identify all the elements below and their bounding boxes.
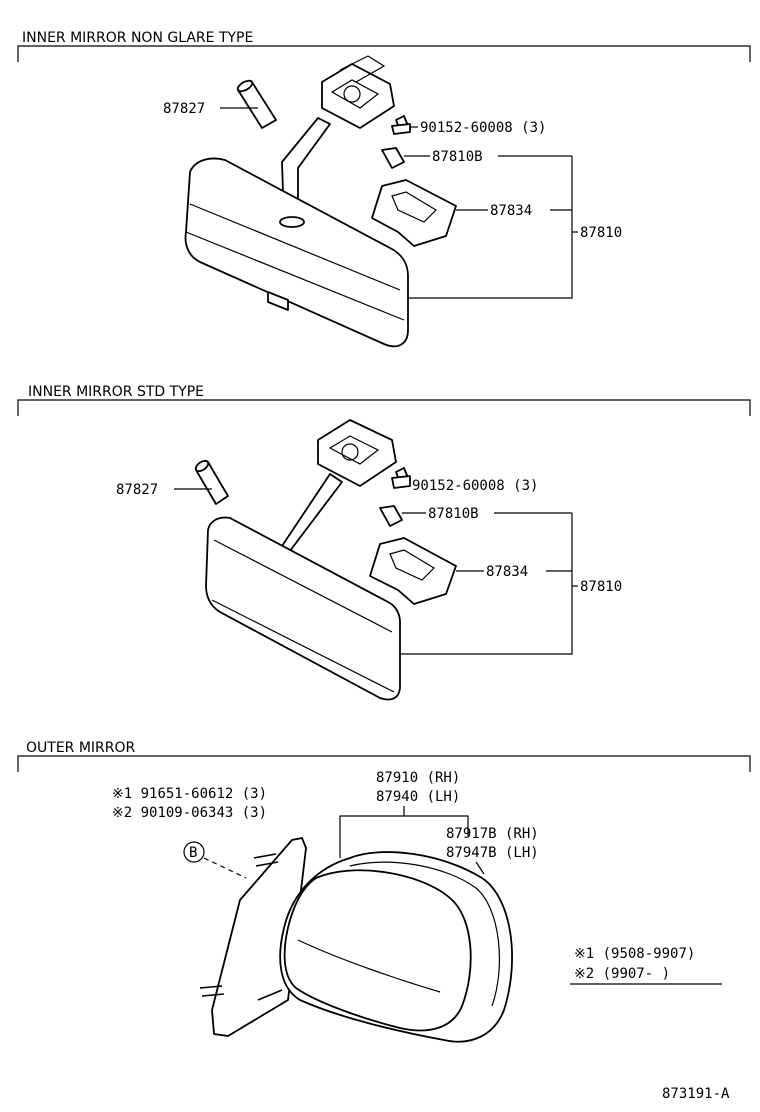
mirror-body [184, 157, 409, 348]
section-bracket [17, 45, 751, 62]
bulb-part [381, 147, 405, 169]
label-glass-lh: 87947B (LH) [446, 845, 539, 861]
outer-mirror-base [199, 837, 307, 1037]
section-title-outer: OUTER MIRROR [26, 740, 136, 756]
assy-bracket-line [408, 156, 573, 299]
diagram-code: 873191-A [662, 1086, 730, 1102]
label-cover: 87834 [486, 564, 528, 580]
label-bulb: 87810B [428, 506, 479, 522]
pin-part [194, 459, 229, 505]
note-1: ※1 (9508-9907) [574, 946, 695, 962]
note-2: ※2 (9907- ) [574, 966, 670, 982]
leader-line-mirror [339, 806, 469, 858]
mount-bracket [317, 419, 397, 487]
cover-part [371, 179, 457, 247]
assy-bracket-line [400, 513, 573, 655]
label-screw: 90152-60008 (3) [420, 120, 546, 136]
label-ref-b: B [189, 845, 197, 861]
section-non-glare: INNER MIRROR NON GLARE TYPE 87827 [17, 30, 751, 348]
section-title-non-glare: INNER MIRROR NON GLARE TYPE [22, 30, 253, 46]
mirror-body [205, 516, 401, 701]
cover-part [369, 537, 457, 605]
section-bracket [17, 399, 751, 416]
mount-bracket [321, 55, 395, 129]
label-mirror-rh: 87910 (RH) [376, 770, 460, 786]
label-bolt-2: ※2 90109-06343 (3) [112, 805, 267, 821]
label-bulb: 87810B [432, 149, 483, 165]
section-title-std: INNER MIRROR STD TYPE [28, 384, 204, 400]
label-mirror-lh: 87940 (LH) [376, 789, 460, 805]
label-bolt-1: ※1 91651-60612 (3) [112, 786, 267, 802]
label-screw: 90152-60008 (3) [412, 478, 538, 494]
outer-mirror-housing [279, 851, 513, 1043]
label-assy: 87810 [580, 225, 622, 241]
label-pin: 87827 [163, 101, 205, 117]
section-outer: OUTER MIRROR ※1 91651-60612 (3) ※2 90109… [17, 740, 751, 1043]
section-bracket [17, 755, 751, 772]
pin-part [236, 79, 277, 129]
label-glass-rh: 87917B (RH) [446, 826, 539, 842]
section-std: INNER MIRROR STD TYPE 87827 90152-60008 [17, 384, 751, 701]
label-assy: 87810 [580, 579, 622, 595]
screw-part [391, 467, 411, 489]
bulb-part [379, 505, 403, 527]
ref-b-circle [183, 841, 205, 863]
label-cover: 87834 [490, 203, 532, 219]
screw-part [391, 115, 411, 135]
label-pin: 87827 [116, 482, 158, 498]
ref-b-dashed-line [203, 857, 247, 879]
